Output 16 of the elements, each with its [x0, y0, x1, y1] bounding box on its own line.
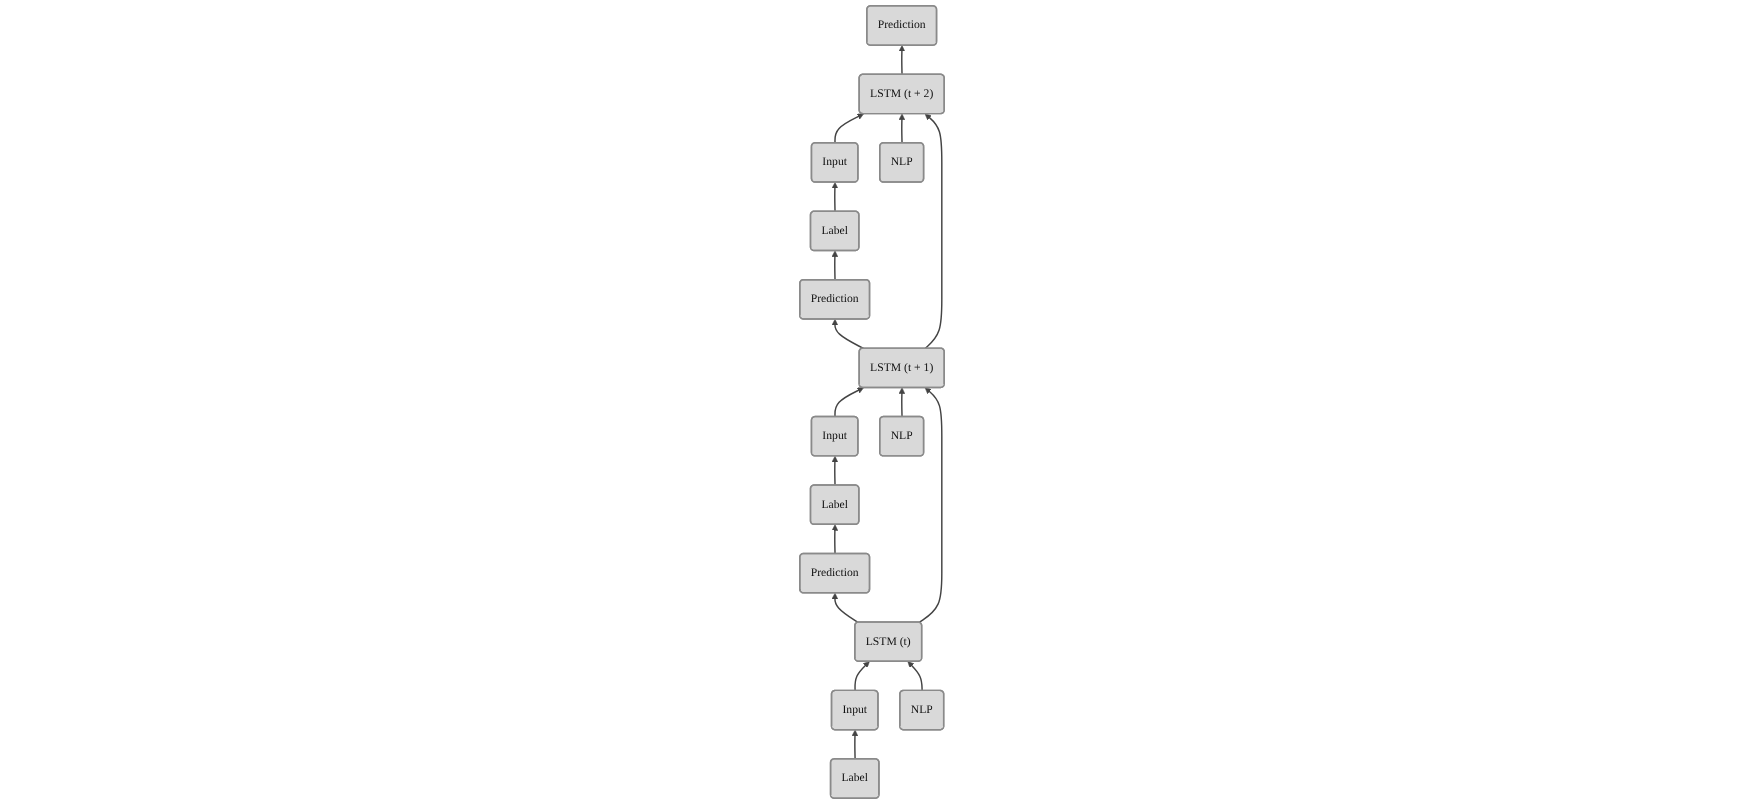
- arrow: [918, 387, 943, 624]
- arrow: [831, 250, 839, 281]
- arrow: [898, 45, 906, 76]
- arrow: [831, 319, 865, 350]
- arrow: [898, 387, 906, 418]
- arrow: [831, 455, 839, 487]
- arrow: [834, 387, 864, 418]
- arrow: [851, 729, 859, 760]
- arrow: [831, 524, 839, 555]
- arrow: [834, 113, 864, 144]
- arrow: [831, 592, 859, 624]
- arrow: [924, 113, 943, 350]
- arrow: [854, 661, 870, 692]
- arrow: [898, 113, 906, 144]
- arrow: [831, 182, 839, 213]
- arrow: [907, 661, 923, 692]
